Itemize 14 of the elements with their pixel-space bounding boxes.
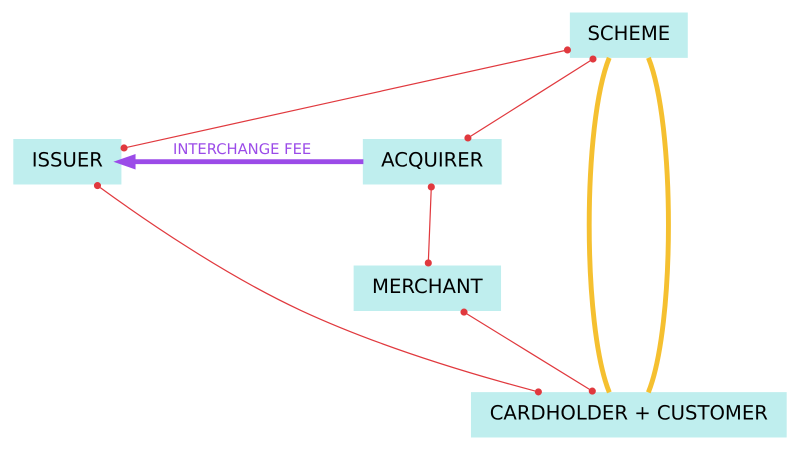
- connector: [120, 46, 571, 152]
- node-box: ACQUIRER: [362, 139, 502, 184]
- connector: [94, 182, 542, 396]
- edge-label: INTERCHANGE FEE: [173, 140, 312, 158]
- connector: [464, 55, 597, 142]
- connector: [586, 57, 612, 394]
- node-box: CARDHOLDER + CUSTOMER: [470, 392, 787, 438]
- connector: [646, 57, 671, 394]
- connector: [460, 308, 596, 395]
- node-box: ISSUER: [13, 139, 122, 184]
- node-box: MERCHANT: [354, 266, 502, 311]
- connector: [424, 183, 435, 266]
- node-box: SCHEME: [570, 12, 688, 58]
- arrow: [113, 154, 364, 170]
